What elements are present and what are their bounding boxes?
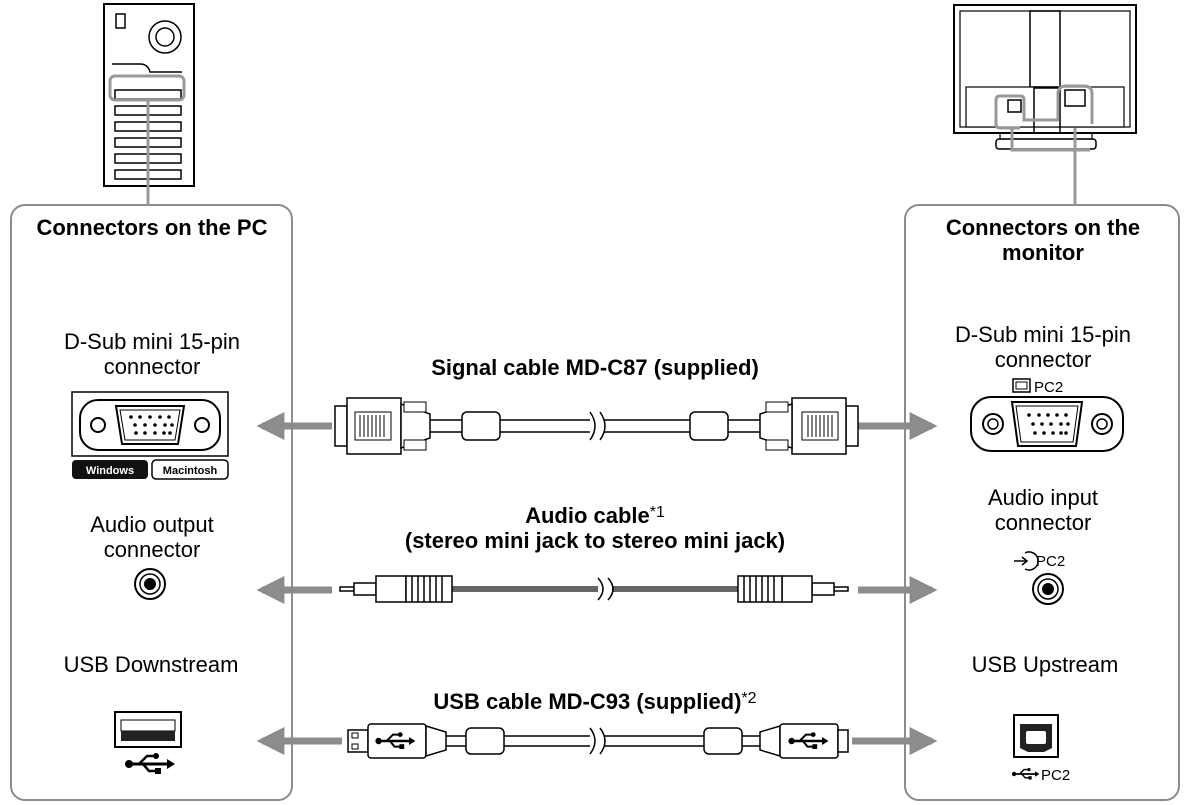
pc-audio-label: Audio output connector — [90, 512, 214, 562]
audio-input-icon — [1014, 551, 1039, 571]
monitor-dsub-port-label: PC2 — [1034, 379, 1063, 396]
monitor-audio-label: Audio input connector — [987, 485, 1099, 535]
audio-cable-title: Audio cable — [525, 503, 650, 528]
monitor-usb-port-label: PC2 — [1041, 767, 1070, 784]
usb-cable-title: USB cable MD-C93 (supplied) — [433, 689, 742, 714]
monitor-audio-jack-icon — [1032, 573, 1064, 605]
audio-cable-illustration — [339, 575, 849, 603]
monitor-usb-label: USB Upstream — [971, 652, 1119, 677]
pc-usb-label: USB Downstream — [63, 652, 239, 677]
pc-dsub-label: D-Sub mini 15-pin connector — [63, 329, 241, 379]
pc-audio-jack-icon — [134, 568, 166, 600]
monitor-dsub-label: D-Sub mini 15-pin connector — [954, 322, 1132, 372]
pc-panel — [10, 204, 293, 801]
audio-cable-subtitle: (stereo mini jack to stereo mini jack) — [404, 527, 786, 553]
monitor-dsub-connector-icon — [970, 396, 1124, 452]
monitor-connector-highlight — [994, 84, 1094, 130]
usb-cable-illustration — [347, 723, 849, 759]
monitor-heading: Connectors on the monitor — [945, 215, 1141, 265]
pc-usb-a-port-icon — [114, 711, 182, 748]
monitor-audio-port-label: PC2 — [1036, 553, 1065, 570]
audio-cable-label: Audio cable*1 (stereo mini jack to stere… — [340, 503, 850, 554]
monitor-usb-b-port-icon — [1013, 714, 1059, 758]
usb-icon — [375, 732, 416, 749]
usb-icon — [1011, 767, 1040, 780]
usb-cable-label: USB cable MD-C93 (supplied)*2 — [340, 689, 850, 715]
windows-badge — [72, 460, 148, 479]
signal-cable-illustration — [334, 397, 859, 455]
windows-badge-label: Windows — [86, 465, 134, 477]
signal-cable-label: Signal cable MD-C87 (supplied) — [431, 355, 759, 380]
usb-icon — [125, 753, 175, 774]
monitor-back-icon — [953, 4, 1137, 150]
usb-cable-footnote: *2 — [741, 690, 757, 707]
audio-cable-footnote: *1 — [649, 504, 665, 521]
macintosh-badge — [151, 459, 229, 480]
usb-icon — [788, 732, 829, 749]
monitor-panel — [904, 204, 1180, 801]
pc-heading: Connectors on the PC — [36, 215, 268, 240]
monitor-display-icon — [1012, 378, 1031, 393]
pc-dsub-connector-icon — [71, 391, 229, 457]
macintosh-badge-label: Macintosh — [163, 465, 218, 477]
